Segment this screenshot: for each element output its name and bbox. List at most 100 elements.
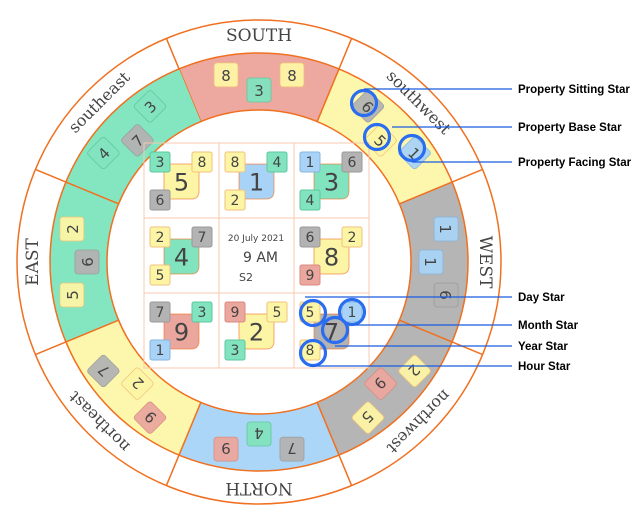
sector-star: 5 (59, 282, 85, 308)
small-star-tile-tr (191, 151, 213, 173)
star-number: 6 (79, 257, 97, 267)
star-tile (87, 136, 120, 170)
main-star-tile (313, 238, 350, 275)
small-star-number-tl: 5 (306, 305, 315, 321)
star-tile (59, 216, 85, 242)
star-number: 5 (64, 290, 82, 300)
small-star-number-tr: 5 (273, 305, 282, 321)
small-star-number-bl: 8 (306, 343, 315, 359)
small-star-tile-bl (149, 264, 171, 286)
small-star-tile-bl (299, 189, 321, 211)
chart-date: 20 July 2021 (228, 234, 284, 244)
main-star-number: 3 (324, 169, 339, 197)
main-star-number: 8 (324, 244, 339, 272)
small-star-tile-bl (149, 339, 171, 361)
small-star-number-tr: 1 (348, 305, 357, 321)
legend-label-year: Year Star (518, 341, 568, 353)
star-number: 2 (64, 224, 82, 234)
star-tile (364, 367, 397, 400)
star-tile (59, 282, 85, 308)
highlight-circle (320, 315, 350, 345)
direction-label: EAST (23, 238, 43, 286)
small-star-tile-tl (299, 151, 321, 173)
main-star-tile (163, 238, 200, 275)
sector-star: 9 (213, 436, 239, 462)
small-star-number-bl: 2 (231, 193, 240, 209)
legend-label-property-facing: Property Facing Star (518, 157, 632, 169)
sector-divider (35, 168, 119, 205)
star-tile (213, 436, 239, 462)
sector-star: 1 (418, 249, 444, 275)
sector-divider (316, 38, 353, 122)
main-star-tile (313, 163, 350, 200)
sector-star: 8 (279, 62, 305, 88)
sector-star: 6 (433, 282, 459, 308)
star-number: 4 (254, 424, 264, 442)
small-star-number-bl: 3 (231, 343, 240, 359)
star-number: 8 (221, 67, 231, 85)
small-star-number-tl: 8 (231, 155, 240, 171)
highlight-circle (362, 122, 392, 152)
legend-label-hour: Hour Star (518, 361, 571, 373)
small-star-number-bl: 5 (156, 268, 165, 284)
sector-divider (316, 402, 353, 486)
small-star-number-tr: 8 (198, 155, 207, 171)
star-number: 1 (436, 224, 454, 234)
star-tile (433, 282, 459, 308)
star-number: 1 (421, 257, 439, 267)
main-star-number: 1 (249, 169, 264, 197)
sector-star: 1 (433, 216, 459, 242)
star-number: 8 (287, 67, 297, 85)
star-tile (279, 436, 305, 462)
small-star-number-bl: 9 (306, 268, 315, 284)
star-tile (87, 354, 120, 388)
sector-star: 7 (87, 354, 120, 388)
star-tile (74, 249, 100, 275)
sector-star: 6 (74, 249, 100, 275)
small-star-tile-tl (224, 301, 246, 323)
sector-divider (35, 319, 119, 356)
main-star-tile (238, 163, 275, 200)
main-star-number: 9 (174, 319, 189, 347)
small-star-number-tl: 9 (231, 305, 240, 321)
small-star-number-tl: 2 (156, 230, 165, 246)
small-star-number-tl: 1 (306, 155, 315, 171)
band-outer-circle (49, 52, 469, 472)
small-star-number-tr: 2 (348, 230, 357, 246)
legend-label-property-base: Property Base Star (518, 122, 622, 134)
star-number: 3 (254, 82, 264, 100)
small-star-tile-tl (149, 301, 171, 323)
small-star-tile-tl (149, 151, 171, 173)
sector-divider (399, 319, 483, 356)
star-tile (121, 367, 154, 400)
star-number: 6 (436, 290, 454, 300)
small-star-tile-bl (299, 264, 321, 286)
sector-star: 2 (121, 367, 154, 400)
sector-star: 4 (87, 136, 120, 170)
main-star-tile (163, 163, 200, 200)
highlight-circle (298, 298, 328, 328)
small-star-tile-tl (299, 226, 321, 248)
small-star-tile-tr (266, 301, 288, 323)
star-tile (351, 401, 385, 434)
sector-star: 5 (351, 401, 385, 434)
sector-star: 7 (279, 436, 305, 462)
small-star-number-tl: 3 (156, 155, 165, 171)
star-tile (246, 77, 272, 103)
star-tile (398, 354, 431, 388)
star-tile (433, 216, 459, 242)
main-star-tile (163, 313, 200, 350)
small-star-tile-tr (341, 151, 363, 173)
small-star-number-tr: 4 (273, 155, 282, 171)
small-star-number-tr: 7 (198, 230, 207, 246)
legend-label-property-sitting: Property Sitting Star (518, 84, 630, 96)
small-star-tile-tl (224, 151, 246, 173)
direction-label: WEST (475, 236, 495, 290)
highlight-circle (397, 133, 427, 163)
star-tile (121, 124, 154, 157)
small-star-number-bl: 6 (156, 193, 165, 209)
